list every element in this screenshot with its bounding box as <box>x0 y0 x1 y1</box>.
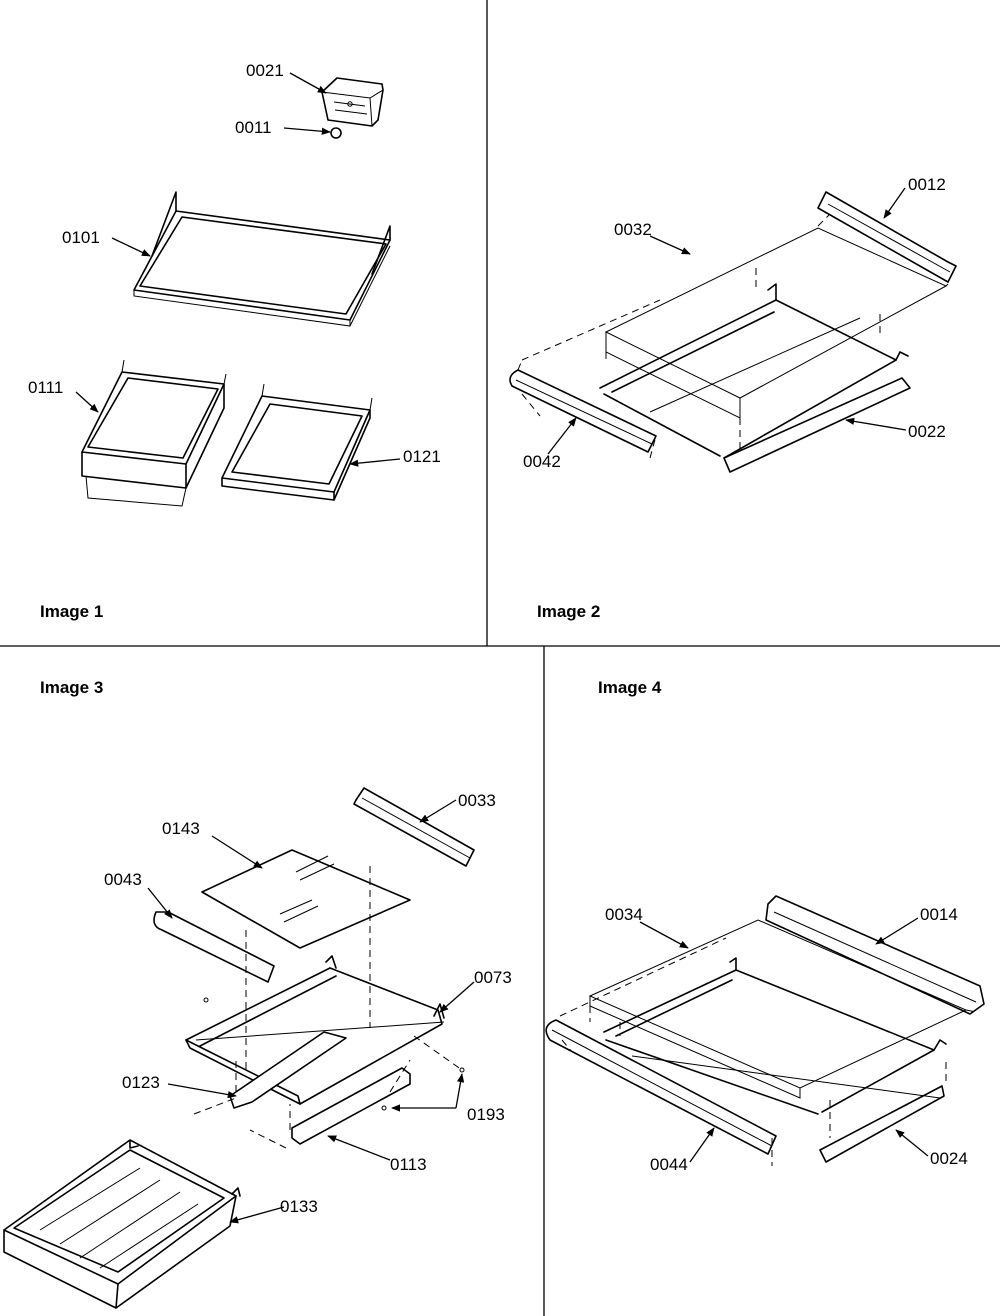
callout-0044: 0044 <box>650 1155 688 1174</box>
part-drawer-drawing <box>3 1139 241 1309</box>
part-front-rail-drawing <box>153 911 275 983</box>
callout-0101: 0101 <box>62 228 100 247</box>
callout-0011: 0011 <box>235 118 272 137</box>
callout-0073: 0073 <box>474 968 512 987</box>
part-knob-drawing <box>330 127 342 139</box>
part-glass-outline-drawing <box>604 227 948 419</box>
part-rear-rail-drawing <box>353 787 475 867</box>
panel-label: Image 4 <box>598 678 662 697</box>
part-slide-right-drawing <box>291 1067 411 1145</box>
panel-image-2: Image 2 0012 0032 0022 0042 <box>509 175 957 621</box>
part-crisper-cover-drawing <box>221 383 373 501</box>
part-shelf-drawing <box>133 191 391 327</box>
callout-0123: 0123 <box>122 1073 160 1092</box>
callout-0121: 0121 <box>403 447 441 466</box>
panel-image-4: Image 4 0034 0014 0044 0024 <box>545 678 985 1174</box>
callout-0042: 0042 <box>523 452 561 471</box>
part-rear-rail-drawing <box>765 895 985 1015</box>
panel-label: Image 1 <box>40 602 103 621</box>
callout-0024: 0024 <box>930 1149 968 1168</box>
part-front-rail-drawing <box>545 1019 777 1155</box>
part-control-housing-drawing <box>321 77 384 127</box>
callout-0012: 0012 <box>908 175 946 194</box>
part-screw-drawing <box>459 1067 465 1073</box>
callout-0014: 0014 <box>920 905 958 924</box>
callout-0111: 0111 <box>28 378 63 397</box>
callout-0032: 0032 <box>614 220 652 239</box>
panel-label: Image 3 <box>40 678 103 697</box>
panel-image-3: Image 3 <box>3 678 512 1309</box>
callout-0193: 0193 <box>467 1105 505 1124</box>
callout-0113: 0113 <box>390 1155 427 1174</box>
callout-0034: 0034 <box>605 905 643 924</box>
part-frame-drawing <box>599 283 911 473</box>
part-front-rail-drawing <box>509 369 657 453</box>
panel-label: Image 2 <box>537 602 600 621</box>
callout-0143: 0143 <box>162 819 200 838</box>
callout-0133: 0133 <box>280 1197 318 1216</box>
callout-0033: 0033 <box>458 791 496 810</box>
part-glass-panel-drawing <box>201 849 411 949</box>
part-slide-left-drawing <box>229 1031 347 1109</box>
part-drawer-left-drawing <box>81 359 227 507</box>
callout-0021: 0021 <box>246 61 284 80</box>
part-screw-drawing <box>203 997 209 1003</box>
panel-image-1: Image 1 <box>28 61 441 621</box>
callout-0043: 0043 <box>104 870 142 889</box>
part-screw-drawing <box>381 1105 387 1111</box>
callout-0022: 0022 <box>908 422 946 441</box>
part-rear-rail-drawing <box>817 191 957 283</box>
part-frame-drawing <box>603 957 947 1163</box>
